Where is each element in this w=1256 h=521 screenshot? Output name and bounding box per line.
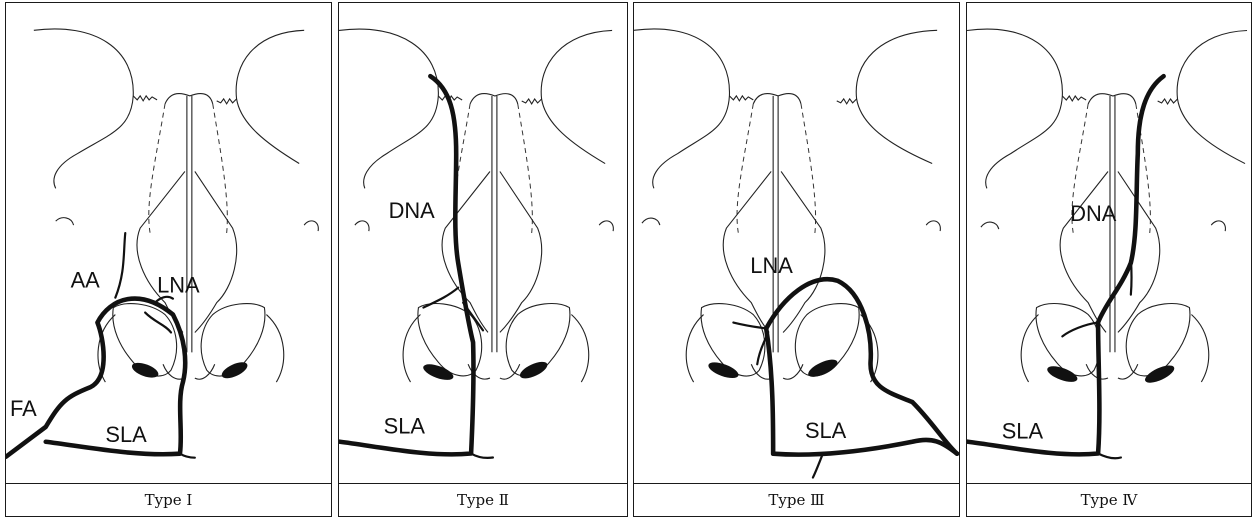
caption-type-4: Type Ⅳ [967,483,1251,517]
diagram-panel-type-1: FA AA LNA SLA Type Ⅰ [5,2,332,517]
label-sla: SLA [1002,419,1044,444]
label-dna: DNA [1070,201,1117,226]
label-aa: AA [71,268,101,293]
diagram-panel-type-3: LNA SLA Type Ⅲ [633,2,960,517]
artery-paths [967,76,1164,458]
label-lna: LNA [750,253,793,278]
artery-paths [733,279,957,477]
caption-type-2: Type Ⅱ [339,483,627,517]
nose-vascular-diagram-type-3: LNA SLA [634,3,959,483]
label-fa: FA [10,396,37,421]
nose-vascular-diagram-type-1: FA AA LNA SLA [6,3,331,483]
diagram-panel-type-2: DNA SLA Type Ⅱ [338,2,628,517]
label-lna: LNA [157,273,200,298]
artery-paths [339,76,493,458]
caption-type-3: Type Ⅲ [634,483,959,517]
artery-paths [6,233,195,458]
label-sla: SLA [384,414,426,439]
diagram-panel-type-4: DNA SLA Type Ⅳ [966,2,1252,517]
caption-type-1: Type Ⅰ [6,483,331,517]
nose-vascular-diagram-type-2: DNA SLA [339,3,627,483]
nasal-anatomy-outline [34,29,319,382]
nose-vascular-diagram-type-4: DNA SLA [967,3,1251,483]
nasal-anatomy-outline [339,29,613,383]
label-dna: DNA [389,198,436,223]
label-sla: SLA [805,418,847,443]
nasal-anatomy-outline [634,29,940,382]
label-sla: SLA [105,422,147,447]
